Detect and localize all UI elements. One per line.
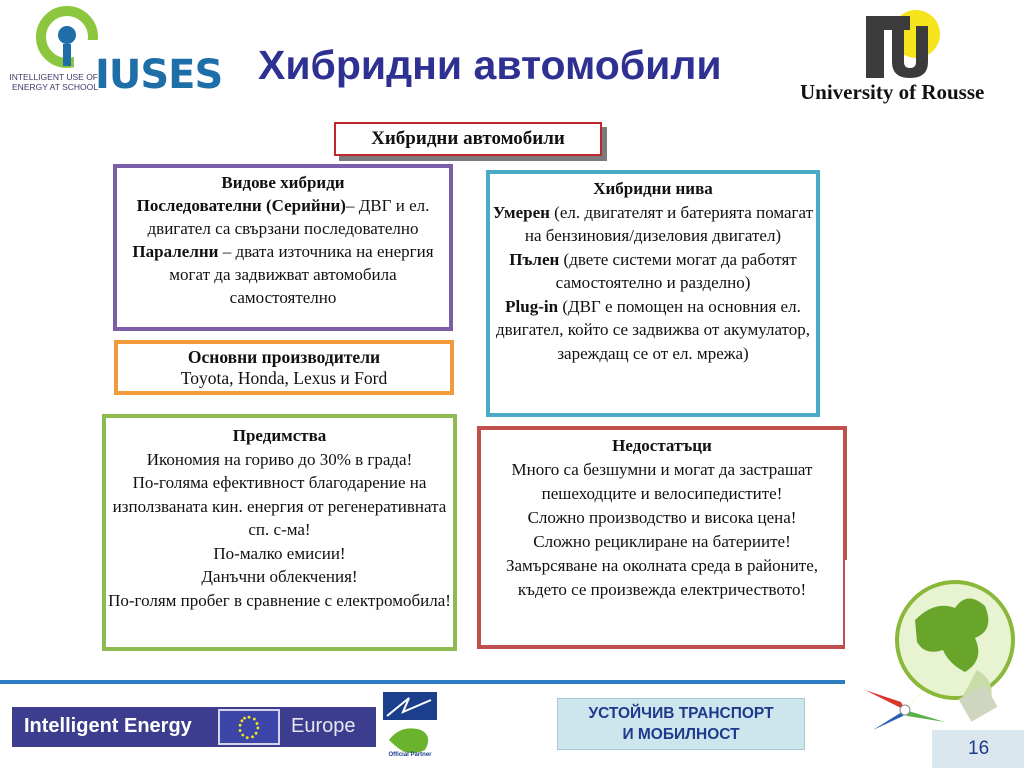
full-hybrid-desc: (двете системи могат да работят самостоя… — [555, 249, 797, 293]
disadvantage-item: Много са безшумни и могат да застрашат п… — [511, 460, 813, 503]
plugin-hybrid-text: Plug-in (ДВГ е помощен на основния ел. д… — [490, 295, 816, 366]
europe-label: Europe — [291, 715, 356, 737]
disadvantage-item: Сложно производство и висока цена! — [527, 508, 797, 527]
disadvantage-item: Замърсяване на околната среда в районите… — [505, 556, 819, 599]
iuses-mark-icon — [36, 6, 98, 68]
manufacturers-box: Основни производители Toyota, Honda, Lex… — [114, 340, 454, 395]
mild-hybrid-desc: (ел. двигателят и батерията помагат на б… — [524, 202, 814, 246]
disadvantage-item: Сложно рециклиране на батериите! — [533, 532, 791, 551]
iuses-logo-tagline: INTELLIGENT USE OF ENERGY AT SCHOOL — [9, 72, 98, 92]
intelligent-energy-label: Intelligent Energy — [24, 715, 192, 737]
disadvantages-box: Недостатъци Много са безшумни и могат да… — [477, 426, 847, 649]
slide-title: Хибридни автомобили — [258, 42, 722, 88]
page-number: 16 — [968, 738, 990, 759]
center-label: Хибридни автомобили — [334, 122, 602, 156]
advantage-item: По-голяма ефективност благодарение на из… — [112, 473, 447, 539]
manufacturers-heading: Основни производители — [187, 347, 381, 367]
full-hybrid-term: Пълен — [509, 249, 560, 269]
university-name: University of Rousse — [800, 80, 985, 104]
serial-hybrid-text: Последователни (Серийни)– ДВГ и ел. двиг… — [117, 194, 449, 240]
official-partner-label: Official Partner — [388, 752, 432, 758]
hybrid-levels-heading: Хибридни нива — [593, 179, 713, 198]
parallel-hybrid-desc: – двата източника на енергия могат да за… — [169, 242, 434, 307]
advantages-box: Предимства Икономия на гориво до 30% в г… — [102, 414, 457, 651]
topic-banner: УСТОЙЧИВ ТРАНСПОРТ И МОБИЛНОСТ — [557, 698, 805, 750]
mild-hybrid-term: Умерен — [492, 202, 550, 222]
iuses-logo-word: IUSES — [95, 52, 223, 98]
advantage-item: По-малко емисии! — [213, 543, 346, 563]
serial-hybrid-term: Последователни (Серийни) — [136, 196, 346, 215]
parallel-hybrid-text: Паралелни – двата източника на енергия м… — [117, 240, 449, 309]
topic-banner-line1: УСТОЙЧИВ ТРАНСПОРТ — [588, 705, 774, 722]
green-globe-bulb-icon — [845, 560, 1024, 760]
eu-flag-icon — [218, 709, 280, 745]
full-hybrid-text: Пълен (двете системи могат да работят са… — [490, 248, 816, 295]
hybrid-levels-box: Хибридни нива Умерен (ел. двигателят и б… — [486, 170, 820, 417]
footer-divider — [0, 680, 860, 684]
mild-hybrid-text: Умерен (ел. двигателят и батерията помаг… — [490, 201, 816, 248]
advantage-item: Икономия на гориво до 30% в града! — [146, 449, 413, 469]
manufacturers-list: Toyota, Honda, Lexus и Ford — [180, 368, 388, 388]
topic-banner-line2: И МОБИЛНОСТ — [622, 726, 740, 743]
advantage-item: По-голям пробег в сравнение с електромоб… — [108, 590, 451, 610]
advantage-item: Данъчни облекчения! — [201, 567, 358, 586]
hybrid-types-heading: Видове хибриди — [221, 173, 345, 192]
official-partner-logo-icon — [383, 692, 437, 753]
serial-hybrid-desc: – ДВГ и ел. двигател са свързани последо… — [147, 196, 430, 238]
page-number-box — [932, 730, 1024, 768]
parallel-hybrid-term: Паралелни — [132, 242, 219, 261]
university-logo-icon — [866, 10, 940, 78]
plugin-hybrid-desc: (ДВГ е помощен на основния ел. двигател,… — [495, 296, 811, 363]
disadvantages-heading: Недостатъци — [612, 436, 712, 455]
advantages-heading: Предимства — [232, 426, 327, 445]
intelligent-energy-banner — [12, 707, 376, 747]
hybrid-types-box: Видове хибриди Последователни (Серийни)–… — [113, 164, 453, 331]
plugin-hybrid-term: Plug-in — [505, 296, 559, 316]
